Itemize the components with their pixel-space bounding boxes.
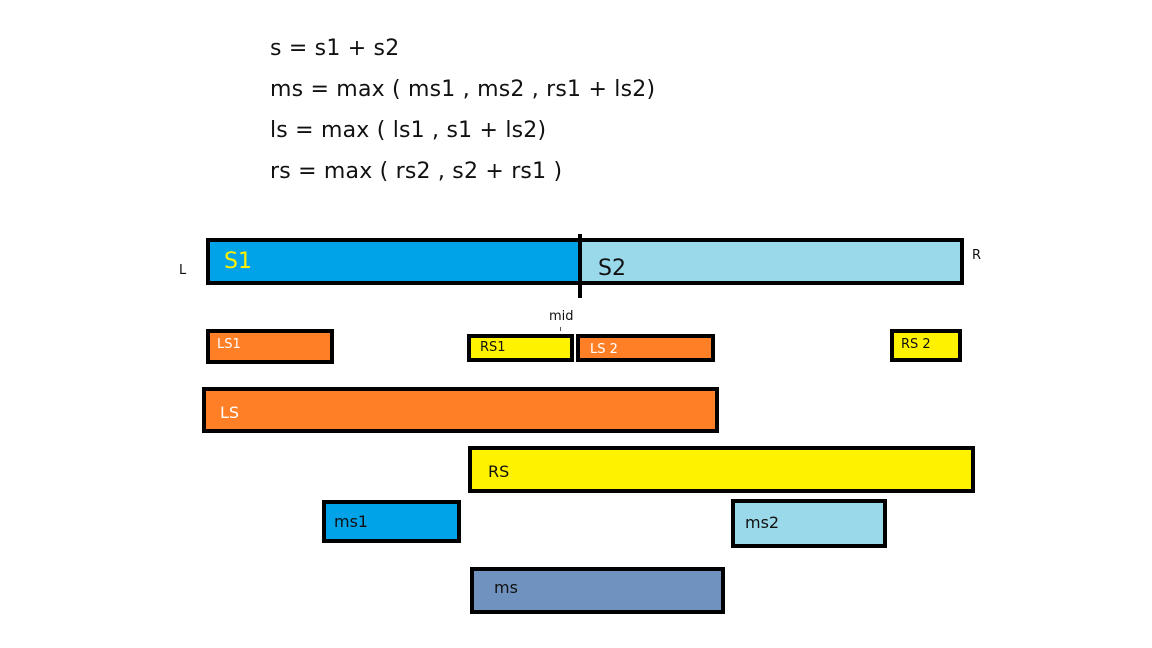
segment-rs2-label: RS 2 (901, 337, 931, 352)
formula-sum: s = s1 + s2 (270, 36, 400, 61)
formula-max-subarray: ms = max ( ms1 , ms2 , rs1 + ls2) (270, 77, 656, 102)
segment-s2: S2 (580, 238, 964, 285)
segment-rs2: RS 2 (890, 329, 962, 362)
segment-ls2-label: LS 2 (590, 342, 618, 357)
segment-rs-label: RS (488, 462, 510, 481)
segment-ls: LS (202, 387, 719, 433)
segment-ms1: ms1 (322, 500, 461, 543)
mid-divider (578, 234, 582, 298)
segment-s1: S1 (206, 238, 582, 285)
segment-ms2-label: ms2 (745, 513, 780, 532)
mid-label: mid (549, 309, 574, 324)
segment-rs: RS (468, 446, 975, 493)
segment-ms2: ms2 (731, 499, 887, 548)
segment-ls1-label: LS1 (217, 337, 241, 352)
formula-block: s = s1 + s2 ms = max ( ms1 , ms2 , rs1 +… (270, 28, 655, 192)
formula-right-max: rs = max ( rs2 , s2 + rs1 ) (270, 159, 563, 184)
segment-s1-label: S1 (224, 249, 252, 274)
segment-rs1: RS1 (467, 334, 574, 362)
segment-ms: ms (470, 567, 725, 614)
formula-left-max: ls = max ( ls1 , s1 + ls2) (270, 118, 547, 143)
segment-ms1-label: ms1 (334, 512, 369, 531)
segment-s2-label: S2 (598, 256, 626, 281)
left-endpoint-label: L (179, 263, 187, 278)
mid-tick (560, 327, 561, 331)
right-endpoint-label: R (972, 248, 982, 263)
segment-ls2: LS 2 (576, 334, 715, 362)
segment-ls1: LS1 (206, 329, 334, 364)
segment-rs1-label: RS1 (480, 340, 506, 355)
segment-ms-label: ms (494, 578, 518, 597)
segment-ls-label: LS (220, 403, 240, 422)
